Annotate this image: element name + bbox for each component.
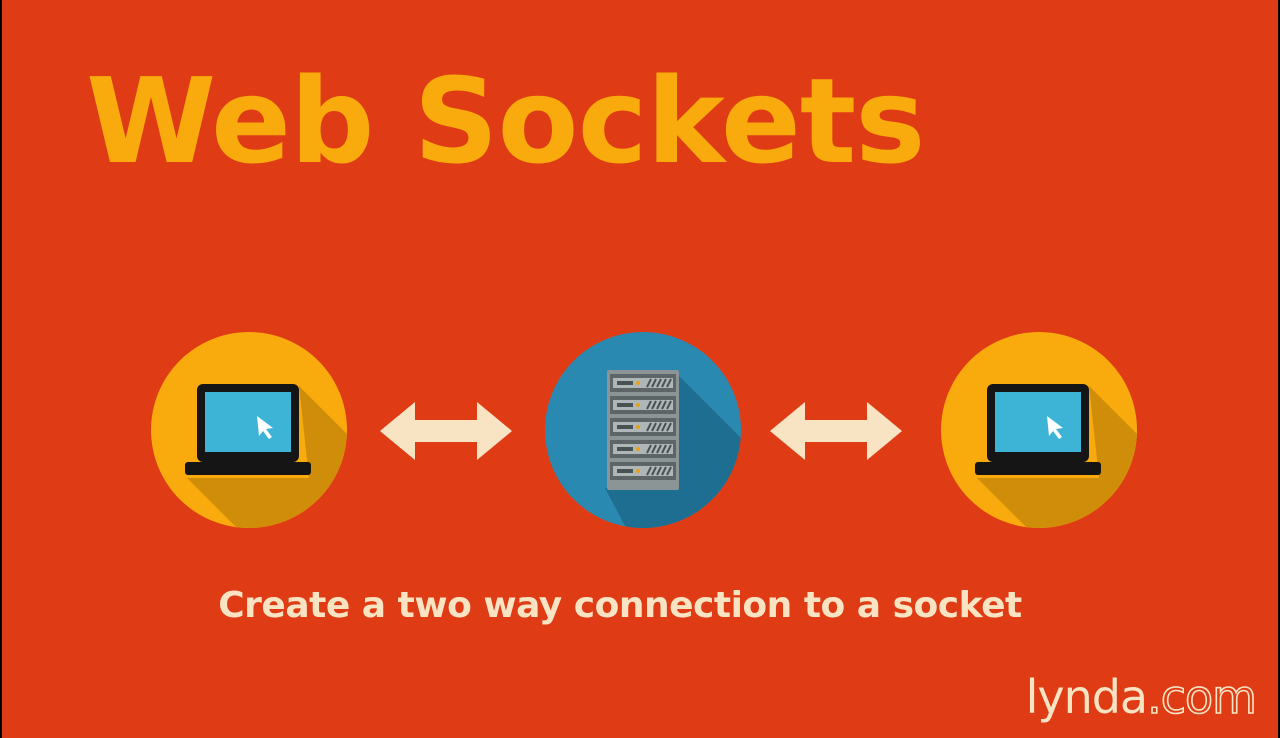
client-laptop-left [149,330,349,530]
slide-caption: Create a two way connection to a socket [2,585,1278,626]
bidirectional-arrow-right [770,400,902,462]
slide-title: Web Sockets [86,52,926,190]
bidirectional-arrow-icon [380,402,512,460]
server-node [543,330,743,530]
lynda-logo: lynda.com [1025,669,1258,725]
bidirectional-arrow-icon [770,402,902,460]
laptop-icon [151,332,347,528]
server-rack-icon [545,332,741,528]
client-laptop-right [939,330,1139,530]
logo-suffix: .com [1146,669,1257,725]
caption-text: Create a two way connection to a socket [218,585,1022,626]
laptop-icon [941,332,1137,528]
bidirectional-arrow-left [380,400,512,462]
logo-name: lynda [1025,670,1149,724]
